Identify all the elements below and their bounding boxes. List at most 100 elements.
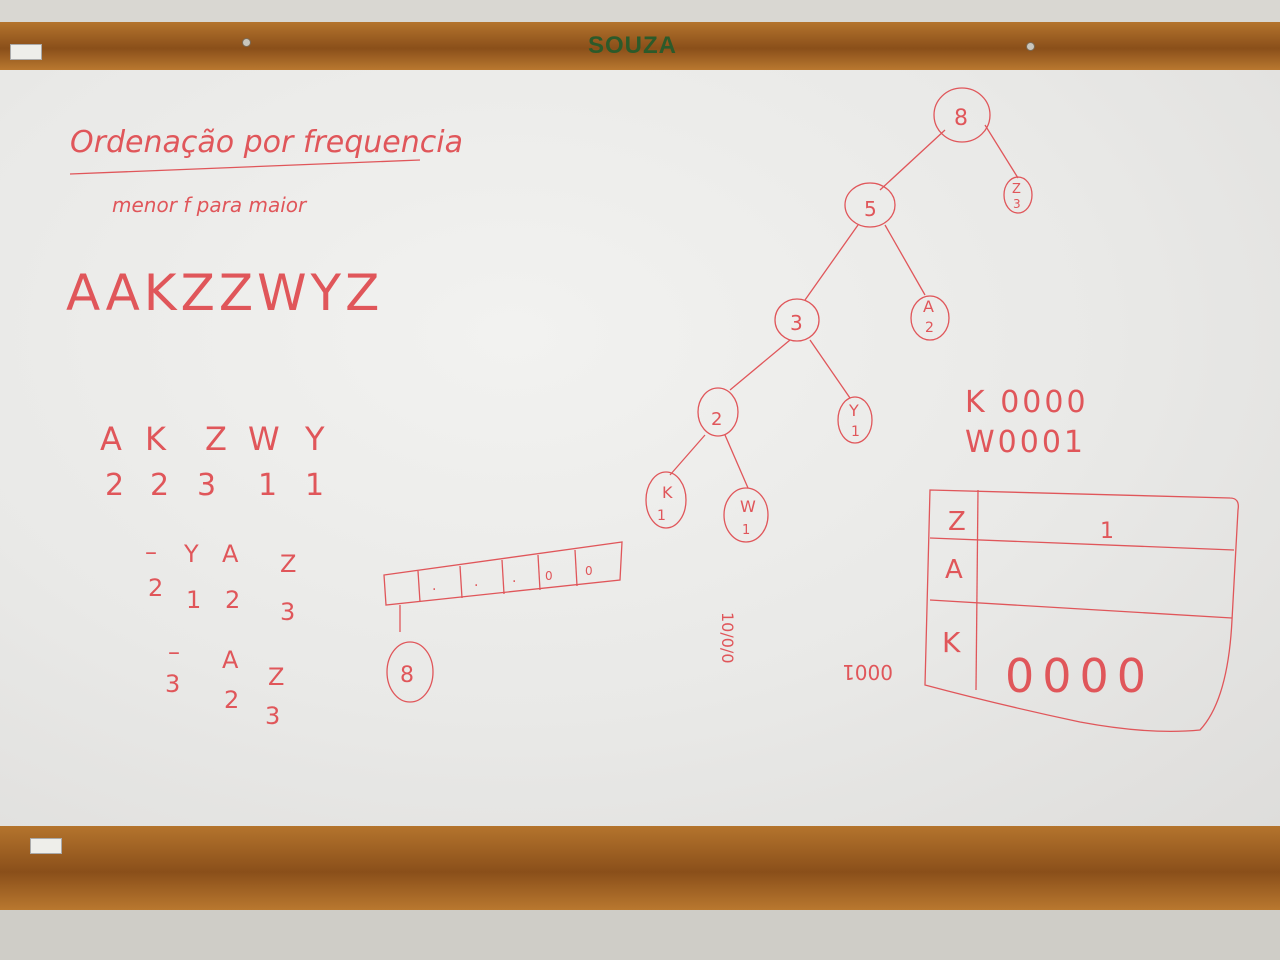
freq-count: 3 [197,468,216,503]
label-sticker [30,838,62,854]
tree-node-label: Y [848,401,859,420]
tree-node-count: 2 [925,320,934,336]
tree-node-label: K [662,483,673,502]
table-key: Z [948,507,966,537]
array-cell: 0 [545,569,553,583]
table-key: K [942,626,961,659]
code-k-line: K 0000 [965,385,1089,420]
table-value: 0000 [1005,649,1154,703]
array-cell: . [512,570,516,586]
tree-node-label: 2 [711,409,722,430]
array-node-label: 8 [400,663,414,688]
table-value: 1 [1100,519,1114,544]
freq-letter: Z [205,420,227,458]
step-count: 3 [280,598,295,626]
tree-edge [669,434,706,476]
step-label: – [168,638,180,666]
step-count: 3 [265,702,280,730]
step-label: Y [183,540,199,568]
freq-count: 1 [305,468,324,503]
tree-node [774,298,820,342]
screw-icon [242,38,251,47]
tree-node [910,295,950,341]
tree-node [837,396,873,444]
input-string: AAKZZWYZ [66,264,383,322]
tree-node-label: W [740,497,756,516]
huffman-tree: 8 5 Z 3 3 A 2 2 Y 1 K 1 W 1 [645,87,1033,543]
title-underline [69,159,421,175]
tree-node [723,487,769,543]
tree-edge [809,339,851,399]
tree-edge [884,224,926,296]
step-count: 2 [148,574,163,602]
freq-letter: A [100,420,122,458]
code-table: Z 1 A K 0000 [924,489,1239,733]
frequency-table: A K Z W Y 2 2 3 1 1 [100,420,325,503]
tree-node-count: 1 [742,523,750,538]
array-cell: . [474,574,478,590]
code-w-line: W0001 [965,425,1086,460]
array-divider [574,549,578,587]
sort-step-two: – Y A Z 2 1 2 3 [145,538,296,626]
freq-count: 2 [105,468,124,503]
tree-edge [724,434,749,489]
board-frame-bottom [0,826,1280,910]
table-column-divider [975,489,979,691]
subtitle-text: menor f para maior [112,193,308,217]
label-sticker [10,44,42,60]
freq-letter: K [145,420,167,458]
freq-count: 1 [258,468,277,503]
wall-below [0,910,1280,960]
tree-edge [804,224,859,301]
freq-letter: Y [304,420,325,458]
title-text: Ordenação por frequencia [70,125,463,160]
tree-node-count: 1 [851,424,860,440]
step-label: A [222,646,239,674]
freq-letter: W [248,420,280,458]
tree-node [1003,176,1033,214]
array-node [386,641,434,703]
tree-node-label: Z [1012,182,1021,197]
tree-node-count: 3 [1013,197,1021,211]
tree-node [844,182,896,228]
code-note: 0001 [842,660,893,684]
tree-node [697,387,739,437]
tree-edge [879,129,946,191]
table-row-divider [929,599,1233,619]
tree-node-label: 8 [954,106,968,131]
array-divider [501,559,505,595]
step-label: Z [280,550,296,578]
array-cell: 0 [585,564,593,578]
step-count: 2 [225,586,240,614]
step-label: Z [268,663,284,691]
step-count: 3 [165,670,180,698]
array-divider [459,565,463,599]
sort-step-three: – A Z 3 2 3 [165,638,284,730]
table-key: A [945,555,963,585]
table-row-divider [929,537,1235,551]
tree-node [645,471,687,529]
tree-node-root [933,87,991,143]
tree-node-label: A [923,297,934,316]
brand-logo: SOUZA [588,32,677,59]
tree-node-label: 3 [790,311,803,335]
whiteboard [0,70,1280,826]
array-divider [417,570,421,603]
array-cell: . [432,578,436,594]
tree-edge [729,339,791,391]
freq-count: 2 [150,468,169,503]
fraction-note: 10/0/0 [718,612,737,664]
array-outline [383,541,623,606]
step-count: 1 [186,586,201,614]
board-frame-top [0,22,1280,70]
step-label: A [222,540,239,568]
tree-node-count: 1 [657,508,666,524]
step-count: 2 [224,686,239,714]
array-sketch: . . . 0 0 8 [383,541,623,703]
array-divider [537,554,541,591]
tree-node-label: 5 [864,197,877,221]
screw-icon [1026,42,1035,51]
table-outline [924,489,1239,733]
tree-edge [984,124,1019,179]
